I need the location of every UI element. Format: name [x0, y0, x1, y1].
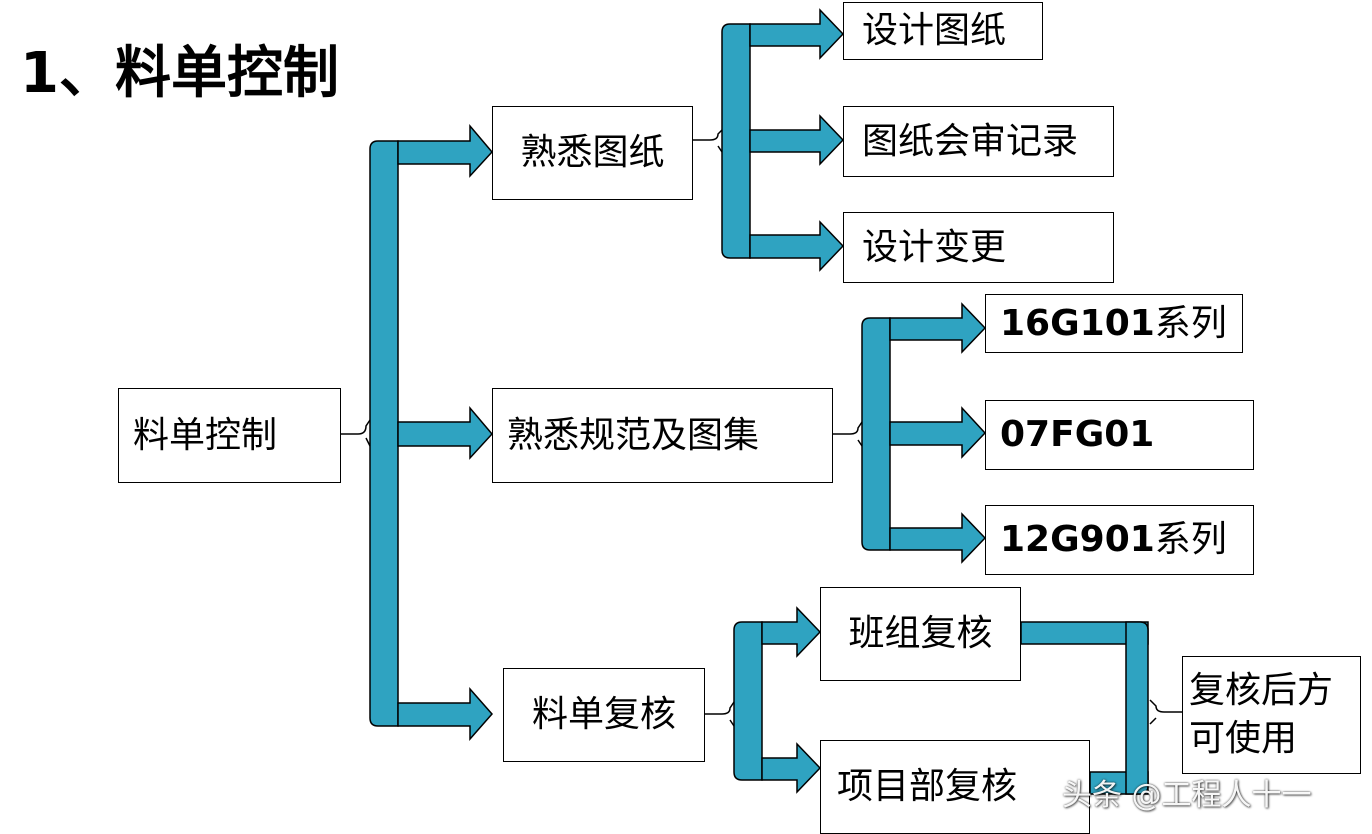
node-design-drawings: 设计图纸	[843, 2, 1043, 60]
arrow-to-familiar-drawings	[397, 123, 493, 178]
node-familiar-codes-label: 熟悉规范及图集	[507, 414, 760, 456]
page-title: 1、料单控制	[20, 41, 339, 106]
brace-drawings	[693, 129, 723, 153]
node-project-review: 项目部复核	[820, 740, 1090, 834]
node-familiar-drawings: 熟悉图纸	[492, 106, 693, 200]
node-atlas-12g901-code: 12G901	[1000, 519, 1155, 561]
merge-trunk-bar	[1125, 621, 1149, 795]
node-atlas-07fg01: 07FG01	[985, 400, 1254, 470]
arrow-to-design-drawings	[749, 8, 845, 60]
node-list-review: 料单复核	[503, 668, 705, 762]
node-familiar-drawings-label: 熟悉图纸	[520, 132, 665, 174]
node-design-changes-label: 设计变更	[862, 226, 1007, 268]
watermark-text: 头条 @工程人十一	[1062, 778, 1312, 813]
node-root: 料单控制	[118, 388, 341, 483]
arrow-to-project-review	[761, 742, 822, 794]
arrow-to-16g101	[889, 302, 987, 354]
node-drawing-review-records: 图纸会审记录	[843, 106, 1114, 177]
brace-codes	[833, 421, 863, 447]
arrow-to-review-records	[749, 114, 845, 166]
arrow-to-familiar-codes	[397, 405, 493, 460]
node-root-label: 料单控制	[133, 414, 278, 456]
codes-trunk-bar	[861, 317, 891, 551]
node-result: 复核后方 可使用	[1182, 656, 1361, 774]
arrow-to-07fg01	[889, 406, 987, 459]
node-team-review: 班组复核	[820, 587, 1021, 681]
arrow-to-12g901	[889, 512, 987, 564]
node-atlas-16g101-suffix: 系列	[1154, 302, 1227, 344]
node-team-review-label: 班组复核	[848, 613, 993, 655]
brace-result	[1149, 699, 1182, 725]
node-atlas-07fg01-code: 07FG01	[1000, 414, 1155, 456]
drawings-trunk-bar	[721, 23, 751, 259]
node-list-review-label: 料单复核	[531, 694, 676, 736]
node-drawing-review-records-label: 图纸会审记录	[862, 120, 1079, 162]
root-trunk-bar	[369, 140, 399, 727]
arrow-to-list-review	[397, 687, 493, 741]
node-project-review-label: 项目部复核	[837, 766, 1018, 808]
node-atlas-16g101: 16G101系列	[985, 294, 1243, 353]
node-atlas-16g101-code: 16G101	[1000, 302, 1155, 344]
node-atlas-12g901-suffix: 系列	[1154, 519, 1227, 561]
brace-review	[705, 701, 735, 727]
node-design-drawings-label: 设计图纸	[862, 10, 1007, 52]
node-atlas-12g901: 12G901系列	[985, 505, 1254, 575]
review-trunk-bar	[733, 621, 763, 781]
arrow-to-design-changes	[749, 220, 845, 272]
node-design-changes: 设计变更	[843, 212, 1114, 283]
node-result-line1: 复核后方	[1189, 670, 1334, 711]
brace-root	[341, 419, 371, 447]
node-result-line2: 可使用	[1189, 718, 1298, 759]
node-familiar-codes: 熟悉规范及图集	[492, 388, 833, 483]
arrow-to-team-review	[761, 606, 822, 658]
